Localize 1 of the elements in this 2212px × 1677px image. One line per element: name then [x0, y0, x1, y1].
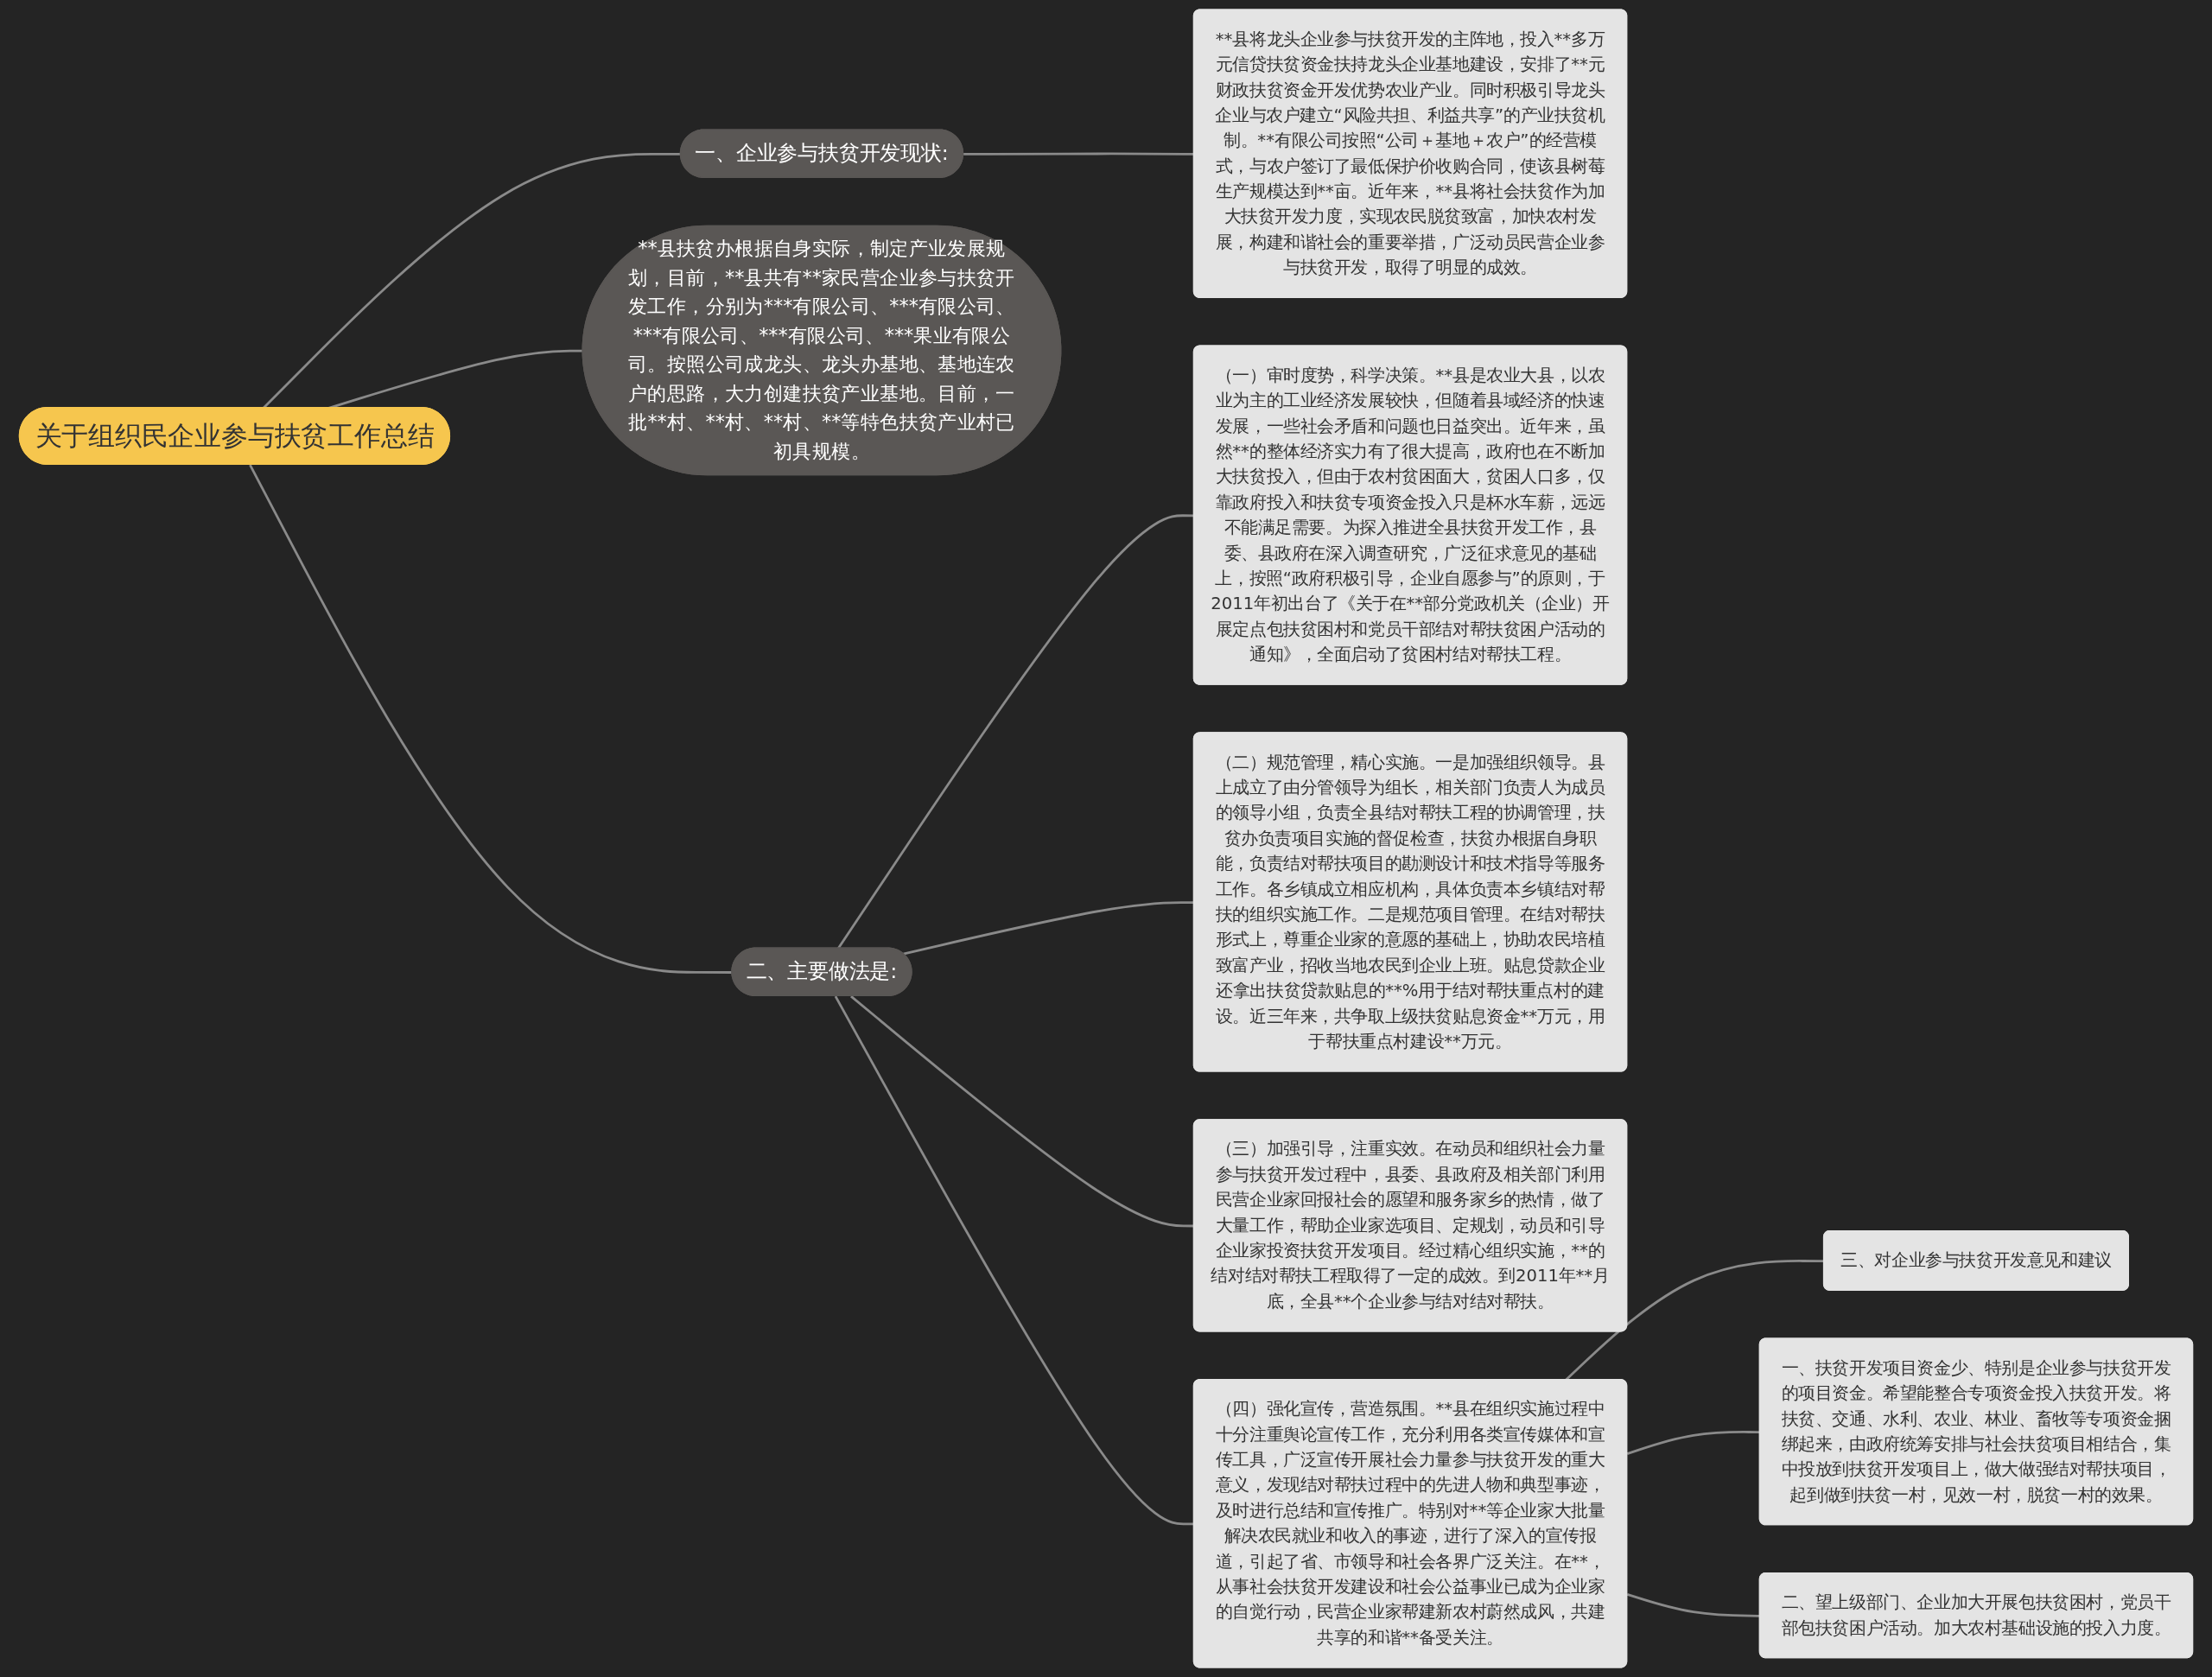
connector: [249, 464, 733, 974]
